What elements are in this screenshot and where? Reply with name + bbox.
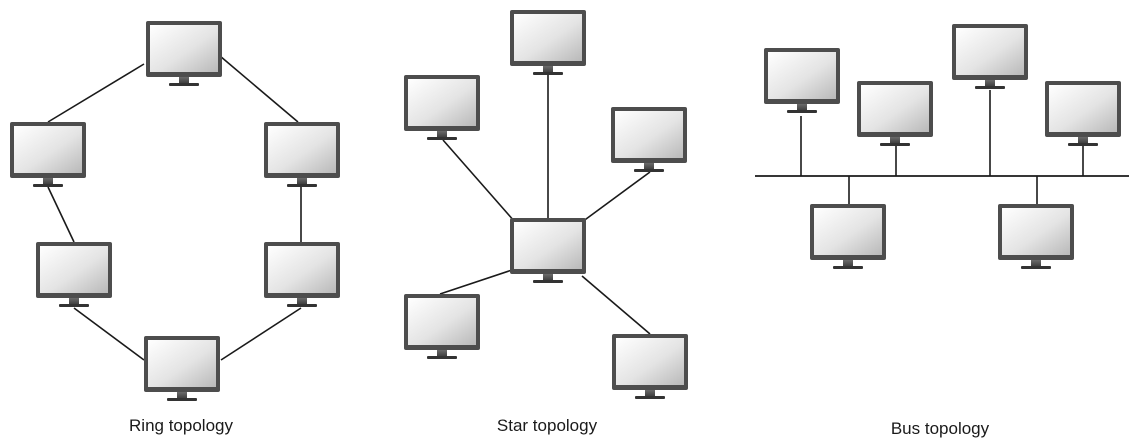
monitor-neck	[797, 104, 807, 111]
monitor-base	[59, 304, 89, 307]
monitor-base	[975, 86, 1005, 89]
monitor-neck	[890, 137, 900, 144]
monitor-screen	[408, 298, 476, 345]
computer-monitor-icon	[404, 294, 480, 359]
monitor-base	[533, 72, 563, 75]
computer-monitor-icon	[952, 24, 1028, 89]
monitor-neck	[843, 260, 853, 267]
monitor-base	[33, 184, 63, 187]
monitor-neck	[1031, 260, 1041, 267]
monitor-screen	[268, 246, 336, 293]
computer-monitor-icon	[857, 81, 933, 146]
monitor-screen	[148, 340, 216, 387]
monitor-neck	[297, 298, 307, 305]
monitor-neck	[1078, 137, 1088, 144]
monitor-screen	[408, 79, 476, 126]
computer-monitor-icon	[264, 242, 340, 307]
ring-link	[219, 55, 299, 123]
computer-monitor-icon	[144, 336, 220, 401]
computer-monitor-icon	[510, 10, 586, 75]
ring-link	[47, 186, 75, 243]
monitor-screen	[616, 338, 684, 385]
star-link	[581, 171, 651, 223]
bus-links	[800, 90, 1084, 204]
monitor-neck	[543, 274, 553, 281]
monitor-screen	[814, 208, 882, 255]
ring-links	[47, 55, 302, 361]
star-links	[439, 74, 651, 335]
monitor-base	[833, 266, 863, 269]
monitor-screen	[1049, 85, 1117, 132]
monitor-screen	[615, 111, 683, 158]
computer-monitor-icon	[764, 48, 840, 113]
monitor-base	[169, 83, 199, 86]
monitor-neck	[177, 392, 187, 399]
star-topology-caption: Star topology	[497, 416, 598, 435]
monitor-base	[427, 356, 457, 359]
ring-topology: Ring topology	[10, 21, 340, 435]
monitor-screen	[268, 126, 336, 173]
monitor-screen	[514, 14, 582, 61]
monitor-base	[533, 280, 563, 283]
bus-topology: Bus topology	[755, 24, 1129, 438]
ring-link	[220, 307, 302, 361]
monitor-neck	[437, 350, 447, 357]
star-topology: Star topology	[404, 10, 688, 435]
monitor-neck	[437, 131, 447, 138]
computer-monitor-icon	[611, 107, 687, 172]
monitor-base	[1068, 143, 1098, 146]
monitor-neck	[644, 163, 654, 170]
monitor-screen	[14, 126, 82, 173]
star-link	[442, 139, 516, 223]
computer-monitor-icon	[264, 122, 340, 187]
ring-topology-caption: Ring topology	[129, 416, 233, 435]
monitor-screen	[1002, 208, 1070, 255]
monitor-neck	[179, 77, 189, 84]
monitor-screen	[514, 222, 582, 269]
computer-monitor-icon	[10, 122, 86, 187]
monitor-screen	[40, 246, 108, 293]
ring-link	[47, 63, 145, 123]
computer-monitor-icon	[612, 334, 688, 399]
computer-monitor-icon	[404, 75, 480, 140]
computer-monitor-icon	[510, 218, 586, 283]
monitor-base	[787, 110, 817, 113]
monitor-screen	[956, 28, 1024, 75]
computer-monitor-icon	[36, 242, 112, 307]
monitor-neck	[43, 178, 53, 185]
monitor-neck	[543, 66, 553, 73]
monitor-screen	[861, 85, 929, 132]
star-link	[439, 269, 513, 295]
bus-topology-caption: Bus topology	[891, 419, 990, 438]
computer-monitor-icon	[146, 21, 222, 86]
monitor-base	[427, 137, 457, 140]
monitor-base	[634, 169, 664, 172]
monitor-base	[1021, 266, 1051, 269]
monitor-base	[880, 143, 910, 146]
monitor-neck	[985, 80, 995, 87]
monitor-screen	[150, 25, 218, 72]
computer-monitor-icon	[998, 204, 1074, 269]
monitor-base	[167, 398, 197, 401]
monitor-base	[287, 184, 317, 187]
star-link	[581, 275, 651, 335]
ring-link	[73, 307, 145, 361]
monitor-base	[287, 304, 317, 307]
monitor-neck	[645, 390, 655, 397]
monitor-neck	[69, 298, 79, 305]
monitor-screen	[768, 52, 836, 99]
monitor-neck	[297, 178, 307, 185]
computer-monitor-icon	[810, 204, 886, 269]
computer-monitor-icon	[1045, 81, 1121, 146]
monitor-base	[635, 396, 665, 399]
